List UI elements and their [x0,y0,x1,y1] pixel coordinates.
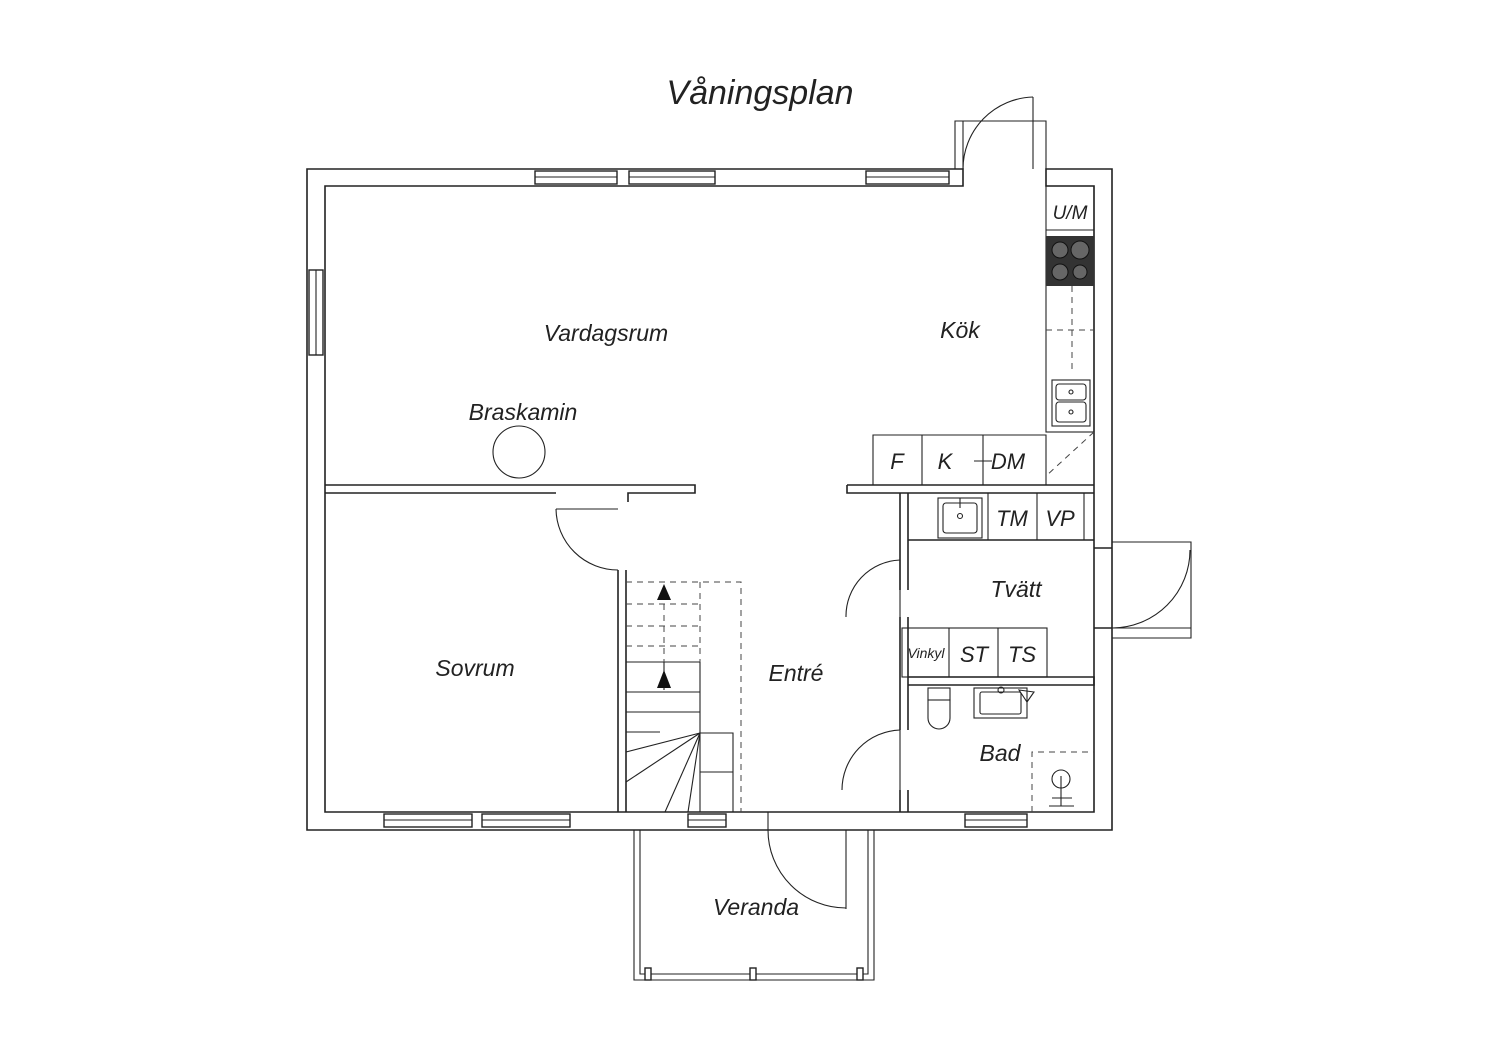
door-top-exterior [954,96,1047,170]
label-um: U/M [1053,203,1088,224]
label-dm: DM [991,449,1026,474]
label-vp: VP [1045,506,1075,531]
window-left [308,269,324,356]
label-entre: Entré [769,660,824,686]
windows [308,170,1028,828]
label-bad: Bad [980,740,1022,766]
door-side-exterior [1111,541,1192,639]
window-top-2 [628,170,716,185]
laundry-top-row [987,493,1085,540]
window-bottom-1 [383,813,473,828]
toilet-icon [927,687,951,730]
interior-doors [555,508,901,791]
fireplace-icon [492,425,546,479]
label-braskamin: Braskamin [469,399,578,425]
kitchen-sink-icon [1051,379,1091,427]
label-sovrum: Sovrum [435,655,514,681]
window-top-3 [865,170,950,185]
bathroom-sink-icon [973,686,1035,719]
label-st: ST [960,642,990,667]
label-kok: Kök [940,317,981,343]
plan-title: Våningsplan [666,74,853,112]
window-bottom-2 [481,813,571,828]
shower-icon [1031,751,1094,812]
fixture-labels: U/M F K DM TM VP Vinkyl ST TS [890,203,1087,667]
label-vardagsrum: Vardagsrum [544,320,668,346]
veranda-structure [633,812,875,981]
laundry-sink-icon [937,497,983,539]
label-vinkyl: Vinkyl [907,645,945,661]
stairs [625,581,742,813]
label-f: F [890,449,905,474]
label-tm: TM [996,506,1028,531]
window-bottom-3 [687,813,727,828]
window-top-1 [534,170,618,185]
label-tvatt: Tvätt [990,576,1043,602]
label-ts: TS [1008,642,1036,667]
label-veranda: Veranda [713,894,799,920]
label-k: K [938,449,954,474]
stairs-up-arrow-icon [657,584,671,688]
kitchen-appliance-row [872,434,1047,485]
kitchen-counter [1045,185,1095,477]
laundry-bottom-row [901,627,1048,678]
room-labels: Vardagsrum Braskamin Kök Sovrum Entré Tv… [435,317,1043,920]
outer-walls [306,168,1113,831]
window-bottom-4 [964,813,1028,828]
stove-icon [1046,236,1094,286]
